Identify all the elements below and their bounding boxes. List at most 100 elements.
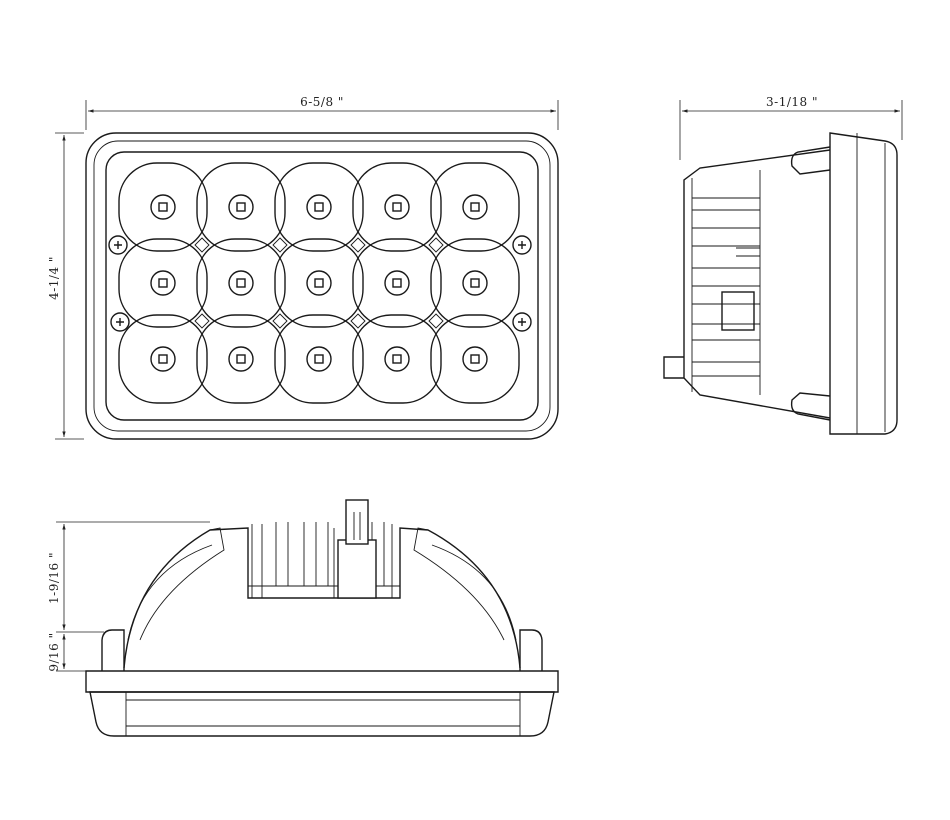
mount-screw-bottom-left xyxy=(110,312,130,332)
led-reflector xyxy=(430,238,520,328)
front-width-label: 6-5/8 " xyxy=(300,95,344,109)
front-height-label: 4-1/4 " xyxy=(47,256,61,300)
led-cell xyxy=(430,162,520,252)
led-reflector xyxy=(274,314,364,404)
led-lens-ring xyxy=(306,194,332,220)
mount-screw-top-left xyxy=(108,235,128,255)
front-housing-outer xyxy=(85,132,559,440)
led-chip xyxy=(392,278,402,288)
led-cell xyxy=(118,314,208,404)
bottom-bezel-lens xyxy=(89,691,555,737)
led-reflector xyxy=(118,314,208,404)
dimension-bottom-lower: 9/16 " xyxy=(47,632,86,672)
side-bezel xyxy=(829,132,898,435)
led-lens-ring xyxy=(150,346,176,372)
front-lens-frame xyxy=(105,151,539,421)
led-reflector xyxy=(196,314,286,404)
led-lens-ring xyxy=(150,270,176,296)
bottom-dome xyxy=(123,527,521,669)
led-reflector xyxy=(430,314,520,404)
side-heatsink-fins xyxy=(691,178,760,392)
led-reflector xyxy=(196,238,286,328)
led-cell xyxy=(196,314,286,404)
led-lens-ring xyxy=(384,270,410,296)
led-cell xyxy=(196,162,286,252)
side-view xyxy=(663,132,898,435)
led-reflector xyxy=(352,162,442,252)
led-reflector xyxy=(274,162,364,252)
led-chip xyxy=(470,278,480,288)
front-housing-rim xyxy=(93,140,551,432)
led-gap-diamond xyxy=(272,313,288,329)
led-reflector xyxy=(430,162,520,252)
led-grid xyxy=(118,162,520,404)
led-cell xyxy=(430,238,520,328)
led-gap-diamond xyxy=(272,237,288,253)
led-lens-ring xyxy=(384,194,410,220)
led-cell xyxy=(196,238,286,328)
led-reflector xyxy=(352,314,442,404)
led-cell xyxy=(274,162,364,252)
bottom-heatsink-fins xyxy=(248,522,400,598)
led-lens-ring xyxy=(462,194,488,220)
led-gap-diamond xyxy=(350,237,366,253)
led-chip xyxy=(314,354,324,364)
led-chip xyxy=(236,354,246,364)
led-reflector xyxy=(196,162,286,252)
led-reflector xyxy=(352,238,442,328)
led-chip xyxy=(158,278,168,288)
led-cell xyxy=(118,162,208,252)
led-lens-ring xyxy=(228,270,254,296)
mount-screw-top-right xyxy=(512,235,532,255)
dimension-side-depth: 3-1/18 " xyxy=(679,95,903,160)
led-reflector xyxy=(118,238,208,328)
bottom-connector-plug xyxy=(345,499,369,545)
led-chip xyxy=(314,278,324,288)
led-chip xyxy=(158,202,168,212)
led-cell xyxy=(352,314,442,404)
led-lens-ring xyxy=(462,270,488,296)
side-depth-label: 3-1/18 " xyxy=(766,95,818,109)
led-gap-diamond xyxy=(428,237,444,253)
dimension-bottom-upper: 1-9/16 " xyxy=(47,521,210,633)
led-gap-diamond xyxy=(428,313,444,329)
led-lens-ring xyxy=(462,346,488,372)
led-gap-diamond xyxy=(350,313,366,329)
led-chip xyxy=(392,202,402,212)
side-clip-top xyxy=(790,146,831,175)
led-cell xyxy=(274,238,364,328)
led-cell xyxy=(430,314,520,404)
led-lens-ring xyxy=(384,346,410,372)
led-reflector xyxy=(274,238,364,328)
led-cell xyxy=(352,162,442,252)
led-chip xyxy=(236,278,246,288)
led-chip xyxy=(236,202,246,212)
led-lens-ring xyxy=(228,194,254,220)
led-cell xyxy=(274,314,364,404)
dimension-front-width: 6-5/8 " xyxy=(85,95,559,130)
led-gap-diamond xyxy=(194,237,210,253)
mount-screw-bottom-right xyxy=(512,312,532,332)
led-lens-ring xyxy=(150,194,176,220)
led-cell xyxy=(118,238,208,328)
bottom-lower-label: 9/16 " xyxy=(47,632,61,671)
side-clip-bottom xyxy=(790,392,831,421)
led-chip xyxy=(314,202,324,212)
led-lens-ring xyxy=(228,346,254,372)
led-gap-diamond xyxy=(194,313,210,329)
led-reflector xyxy=(118,162,208,252)
led-chip xyxy=(470,202,480,212)
side-body xyxy=(683,149,831,419)
led-lens-ring xyxy=(306,270,332,296)
bottom-connector xyxy=(337,539,377,599)
bottom-upper-label: 1-9/16 " xyxy=(47,552,61,604)
bottom-ear-left xyxy=(101,629,125,671)
side-wire-stub xyxy=(663,356,684,379)
front-view xyxy=(85,132,559,440)
led-lens-ring xyxy=(306,346,332,372)
led-chip xyxy=(392,354,402,364)
side-connector-housing xyxy=(721,291,755,331)
bottom-view xyxy=(85,499,559,737)
led-chip xyxy=(158,354,168,364)
